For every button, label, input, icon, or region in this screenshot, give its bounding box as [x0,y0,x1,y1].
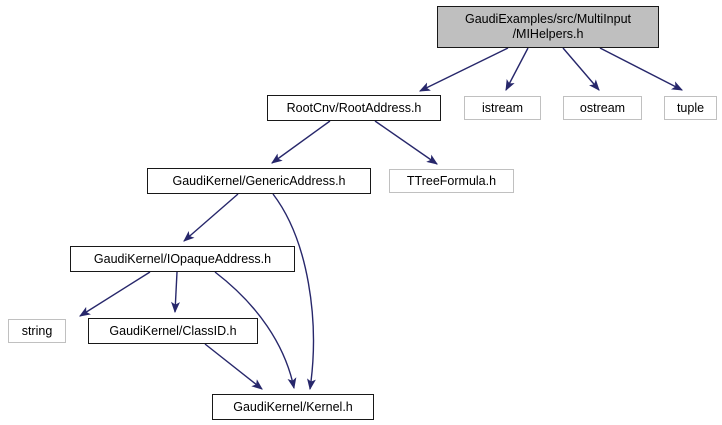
graph-edge-mihelpers-to-istream [505,47,529,91]
graph-edge-iopaqueaddress-to-classid [171,271,180,314]
graph-node-tuple[interactable]: tuple [664,96,717,120]
graph-node-mihelpers[interactable]: GaudiExamples/src/MultiInput /MIHelpers.… [437,6,659,48]
graph-node-istream[interactable]: istream [464,96,541,120]
graph-edge-iopaqueaddress-to-string [79,271,151,317]
graph-edge-genericaddress-to-iopaqueaddress [183,193,239,242]
graph-node-genericaddress[interactable]: GaudiKernel/GenericAddress.h [147,168,371,194]
graph-node-ttreeformula[interactable]: TTreeFormula.h [389,169,514,193]
graph-edge-mihelpers-to-ostream [562,47,600,91]
graph-edge-mihelpers-to-tuple [599,47,683,91]
graph-node-string[interactable]: string [8,319,66,343]
graph-edge-rootaddress-to-genericaddress [271,120,331,164]
graph-node-classid[interactable]: GaudiKernel/ClassID.h [88,318,258,344]
graph-node-ostream[interactable]: ostream [563,96,642,120]
graph-node-iopaqueaddress[interactable]: GaudiKernel/IOpaqueAddress.h [70,246,295,272]
graph-edge-classid-to-kernel [204,343,263,390]
graph-node-kernel[interactable]: GaudiKernel/Kernel.h [212,394,374,420]
graph-node-rootaddress[interactable]: RootCnv/RootAddress.h [267,95,441,121]
graph-edge-genericaddress-to-kernel [272,193,316,391]
graph-edge-mihelpers-to-rootaddress [418,47,509,92]
graph-edge-rootaddress-to-ttreeformula [374,120,438,165]
